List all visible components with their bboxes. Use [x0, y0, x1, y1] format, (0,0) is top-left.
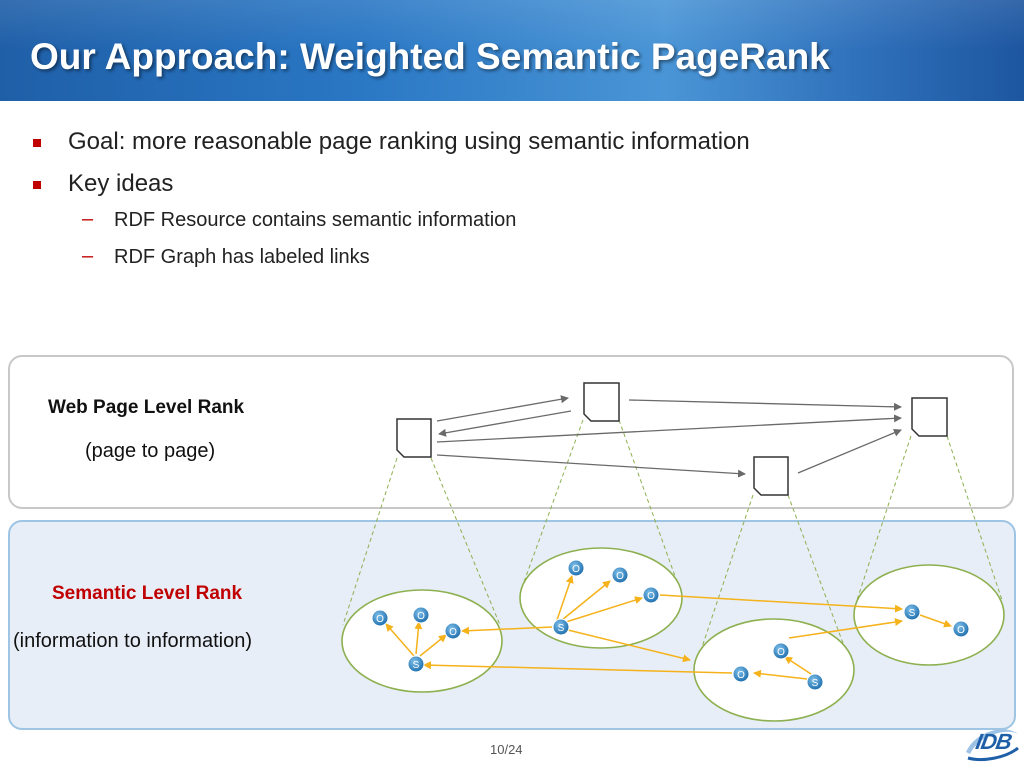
triple-edge — [919, 614, 952, 628]
projection-line — [696, 494, 754, 663]
page-link-arrow — [436, 414, 902, 443]
page-link-arrow — [436, 454, 746, 478]
page-doc-icon — [911, 397, 948, 437]
triple-edge — [419, 634, 447, 657]
svg-text:S: S — [909, 608, 916, 619]
resource-ellipse — [341, 589, 503, 693]
object-node: O — [412, 606, 430, 624]
web-level-sublabel: (page to page) — [85, 440, 216, 462]
bullet-dash-icon: – — [82, 208, 94, 230]
object-node: O — [732, 665, 750, 683]
svg-text:O: O — [957, 625, 965, 636]
page-number: 10/24 — [490, 742, 523, 757]
triple-edge — [659, 594, 903, 613]
svg-text:O: O — [572, 564, 580, 575]
svg-text:O: O — [777, 647, 785, 658]
page-link-arrow — [438, 410, 572, 437]
title-bar — [0, 0, 1024, 101]
bullet-text: Goal: more reasonable page ranking using… — [68, 128, 750, 155]
rdf-nodes: O O O S O O O S O O S S O — [371, 559, 970, 691]
idb-logo-icon — [966, 729, 1019, 762]
triple-edge — [565, 596, 643, 623]
logo-text: IDB — [973, 729, 1014, 754]
web-level-label: Web Page Level Rank — [48, 397, 245, 418]
semantic-level-panel — [8, 520, 1016, 730]
projection-line — [946, 435, 1003, 601]
page-link-arrow — [628, 399, 902, 411]
page-link-arrow — [436, 395, 569, 422]
triple-edge — [423, 661, 733, 674]
resource-ellipse — [853, 564, 1005, 666]
web-level-panel — [8, 355, 1014, 509]
subject-node: S — [407, 655, 425, 673]
svg-text:O: O — [449, 627, 457, 638]
svg-text:O: O — [616, 571, 624, 582]
svg-text:S: S — [413, 660, 420, 671]
svg-text:O: O — [376, 614, 384, 625]
page-link-arrow — [797, 429, 902, 474]
triple-edge — [788, 618, 903, 639]
subject-node: S — [903, 603, 921, 621]
triple-edge — [385, 623, 415, 657]
page-link-arrows — [436, 395, 902, 478]
svg-text:S: S — [812, 678, 819, 689]
projection-line — [856, 435, 912, 601]
triple-edge — [414, 621, 423, 655]
subject-node: S — [552, 618, 570, 636]
object-node: O — [611, 566, 629, 584]
svg-text:S: S — [558, 623, 565, 634]
page-doc-icon — [753, 456, 789, 496]
projection-line — [430, 457, 501, 626]
semantic-level-label: Semantic Level Rank — [52, 583, 243, 604]
svg-text:O: O — [737, 670, 745, 681]
page-doc-icon — [583, 382, 620, 422]
object-node: O — [444, 622, 462, 640]
bullet-square-icon — [33, 139, 41, 147]
sub-bullet-text: RDF Graph has labeled links — [114, 246, 370, 268]
page-doc-icon — [396, 418, 432, 458]
bullet-dash-icon: – — [82, 245, 94, 267]
triple-edge — [561, 580, 611, 621]
svg-text:O: O — [417, 611, 425, 622]
resource-ellipse — [693, 618, 855, 722]
bullet-text: Key ideas — [68, 170, 174, 197]
object-node: O — [772, 642, 790, 660]
triple-edge — [784, 656, 812, 675]
projection-line — [342, 457, 398, 626]
object-node: O — [952, 620, 970, 638]
projection-line — [787, 494, 851, 663]
triple-edges — [385, 575, 952, 680]
triple-edge — [567, 629, 691, 663]
triple-edge — [556, 575, 574, 621]
resource-groups — [341, 547, 1005, 722]
bullet-square-icon — [33, 181, 41, 189]
projection-line — [618, 419, 681, 591]
object-node: O — [567, 559, 585, 577]
slide-title: Our Approach: Weighted Semantic PageRank — [30, 36, 830, 77]
sub-bullet-text: RDF Resource contains semantic informati… — [114, 209, 517, 231]
triple-edge — [461, 626, 553, 635]
subject-node: S — [806, 673, 824, 691]
object-node: O — [642, 586, 660, 604]
svg-text:O: O — [647, 591, 655, 602]
page-icons — [396, 382, 948, 496]
projection-lines — [342, 419, 1003, 663]
object-node: O — [371, 609, 389, 627]
semantic-level-sublabel: (information to information) — [13, 630, 252, 652]
triple-edge — [753, 669, 808, 680]
projection-line — [520, 419, 584, 591]
